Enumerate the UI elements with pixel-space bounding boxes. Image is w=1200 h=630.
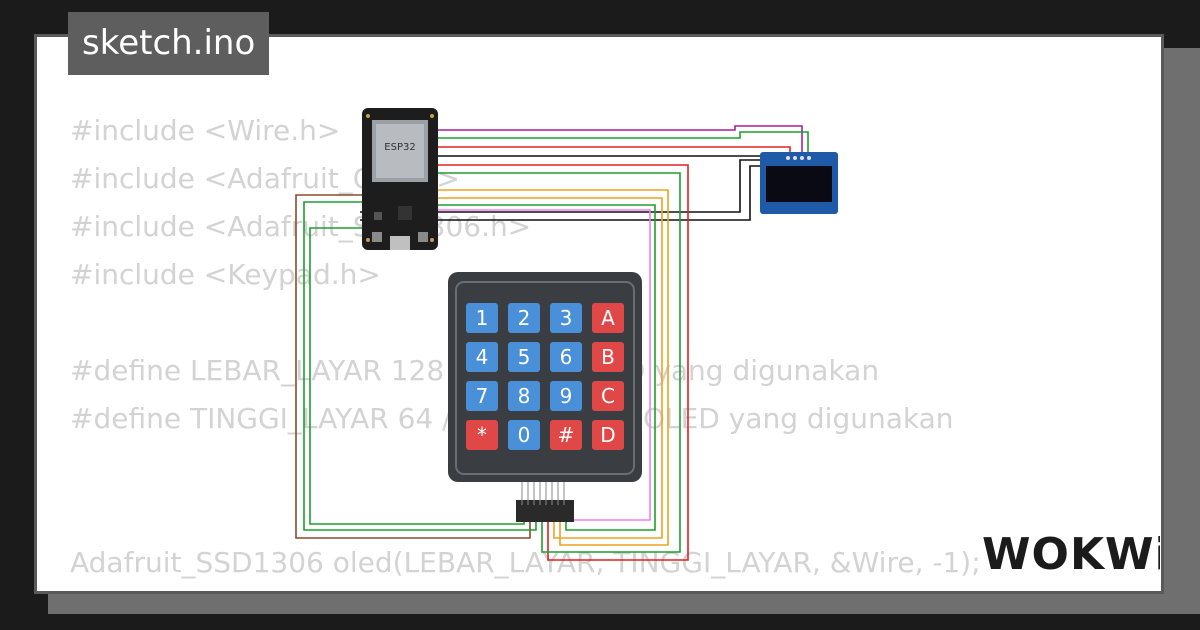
wires — [295, 125, 809, 561]
oled-screen — [766, 166, 832, 202]
keypad[interactable]: 1 2 3 A 4 5 6 B 7 8 9 C * 0 # D — [448, 272, 642, 522]
keypad-key-label: A — [601, 306, 615, 330]
wokwi-logo-text: WOKWi — [982, 529, 1160, 580]
wire-pink — [430, 209, 651, 521]
usb-port — [390, 236, 410, 250]
code-background: #include <Wire.h>#include <Adafruit_GFX.… — [70, 107, 981, 591]
wire-black-1 — [430, 152, 781, 157]
wire-red-oled — [430, 146, 791, 152]
keypad-key[interactable]: # — [550, 420, 582, 450]
keypad-key-label: 1 — [476, 306, 489, 330]
keypad-key[interactable]: 6 — [550, 342, 582, 372]
keypad-key-label: * — [477, 423, 487, 447]
keypad-key[interactable]: 5 — [508, 342, 540, 372]
keypad-key[interactable]: 4 — [466, 342, 498, 372]
keypad-key[interactable]: 3 — [550, 303, 582, 333]
keypad-key[interactable]: B — [592, 342, 624, 372]
wire-orange-1 — [430, 189, 669, 546]
keypad-key-label: # — [558, 423, 575, 447]
keypad-key[interactable]: C — [592, 381, 624, 411]
keypad-key[interactable]: * — [466, 420, 498, 450]
keypad-connector — [516, 500, 574, 522]
oled-display[interactable] — [760, 152, 838, 214]
wokwi-logo: WOKWi — [982, 529, 1160, 580]
wire-orange-2 — [430, 197, 663, 539]
keypad-key-label: D — [600, 423, 615, 447]
keypad-key-label: 9 — [560, 384, 573, 408]
wire-black-2 — [360, 159, 760, 213]
wire-green-2 — [430, 204, 656, 531]
keypad-key[interactable]: 9 — [550, 381, 582, 411]
esp32-label: ESP32 — [384, 142, 415, 153]
keypad-key[interactable]: 1 — [466, 303, 498, 333]
boot-button — [372, 232, 382, 242]
esp32-board[interactable]: ESP32 — [362, 108, 438, 250]
code-line: #include <Wire.h> — [70, 114, 341, 147]
keypad-key-label: 8 — [518, 384, 531, 408]
keypad-key-label: 6 — [560, 345, 573, 369]
wire-red-keypad — [430, 164, 689, 561]
keypad-key-label: B — [601, 345, 615, 369]
keypad-key[interactable]: 0 — [508, 420, 540, 450]
wire-black-3 — [360, 165, 760, 221]
wire-green-keypad-1 — [430, 172, 681, 553]
keypad-key[interactable]: D — [592, 420, 624, 450]
keypad-key-label: 4 — [476, 345, 489, 369]
wire-green-4 — [309, 227, 525, 525]
wire-green-3 — [303, 201, 537, 531]
keypad-key-label: 7 — [476, 384, 489, 408]
keypad-key-label: 3 — [560, 306, 573, 330]
code-line: Adafruit_SSD1306 oled(LEBAR_LAYAR, TINGG… — [70, 546, 981, 579]
code-line: #include <Keypad.h> — [70, 258, 381, 291]
keypad-key-label: 2 — [518, 306, 531, 330]
reset-button — [418, 232, 428, 242]
keypad-key[interactable]: A — [592, 303, 624, 333]
keypad-key-label: 0 — [518, 423, 531, 447]
keypad-key-label: 5 — [518, 345, 531, 369]
keypad-key[interactable]: 2 — [508, 303, 540, 333]
wire-brown — [295, 194, 531, 539]
keypad-key[interactable]: 7 — [466, 381, 498, 411]
keypad-key[interactable]: 8 — [508, 381, 540, 411]
wire-green-oled — [430, 131, 809, 152]
file-tab-title[interactable]: sketch.ino — [68, 12, 270, 75]
wire-purple — [430, 125, 803, 152]
keypad-key-label: C — [601, 384, 615, 408]
